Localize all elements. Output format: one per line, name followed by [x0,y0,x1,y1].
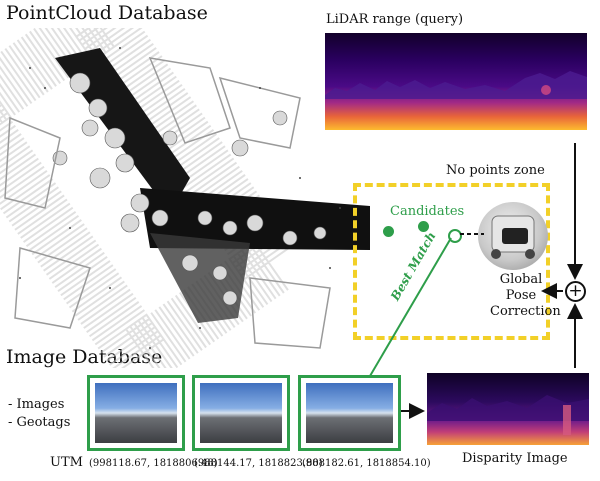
robot-icon [491,215,535,259]
no-points-zone [353,183,550,340]
best-candidate-point [448,229,462,243]
bullet-images: - Images [8,397,65,412]
sum-node: + [565,281,586,302]
candidate-point-1 [383,226,394,237]
pose-line-3: Correction [490,304,561,319]
utm-label: UTM [50,455,83,470]
candidates-label: Candidates [390,204,465,219]
robot-image [478,202,548,270]
pose-correction-label: Global Pose Correction [490,272,561,320]
best-match-line [369,237,452,377]
disparity-image [427,373,589,445]
pointcloud-map [0,28,370,368]
scan-points [19,47,341,349]
disparity-texture [427,395,589,435]
disparity-label: Disparity Image [462,451,568,466]
tree-canopies [52,72,327,306]
pose-line-2: Pose [505,288,537,303]
image-thumbnail-1 [87,375,185,451]
building-outlines [4,57,331,349]
pointcloud-database-title: PointCloud Database [6,2,208,24]
bullet-geotags: - Geotags [8,415,71,430]
utm-coord-3: (988182.61, 1818854.10) [302,458,431,469]
road-diagonal [55,48,190,213]
utm-coord-2: (988144.17, 1818823.80) [194,458,323,469]
candidate-point-2 [418,221,429,232]
pose-line-1: Global [499,272,543,287]
nozone-label: No points zone [446,163,545,178]
lidar-skyline [325,71,587,99]
image-thumbnail-2 [192,375,290,451]
utm-coord-1: (998118.67, 1818806.48) [89,458,218,469]
lidar-range-image [325,33,587,130]
lidar-label: LiDAR range (query) [326,12,464,27]
image-thumbnail-3 [298,375,401,451]
